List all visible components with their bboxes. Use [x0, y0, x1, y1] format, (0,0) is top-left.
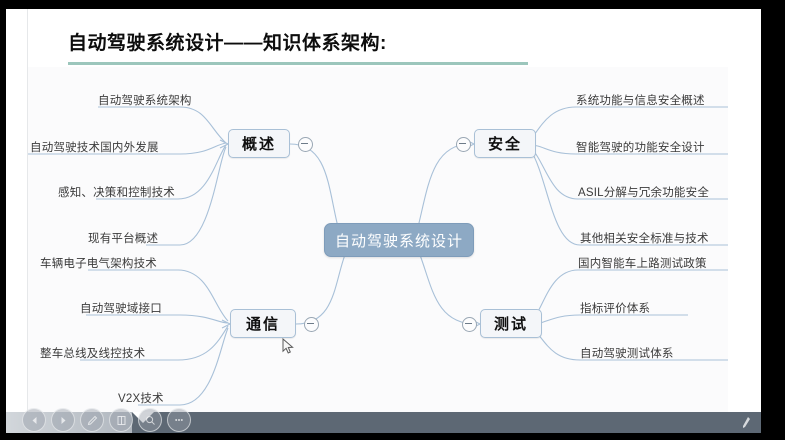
pen-icon[interactable]: [80, 408, 104, 432]
mouse-cursor: [282, 338, 294, 354]
play-icon[interactable]: [51, 408, 75, 432]
branch-node-safety-label: 安全: [487, 136, 522, 153]
branch-node-overview[interactable]: 概述: [228, 129, 290, 158]
center-node-label: 自动驾驶系统设计: [334, 232, 463, 250]
zoom-icon[interactable]: [138, 408, 162, 432]
leaf-overview-4[interactable]: 现有平台概述: [88, 233, 159, 245]
branch-node-testing-label: 测试: [493, 316, 528, 333]
leaf-overview-2[interactable]: 自动驾驶技术国内外发展: [30, 142, 159, 154]
page-title: 自动驾驶系统设计——知识体系架构:: [68, 33, 387, 54]
collapse-toggle-safety-icon[interactable]: [456, 137, 471, 152]
title-underline-rule: [68, 62, 528, 65]
bottom-bar-right-icon: [743, 417, 750, 428]
leaf-communication-3[interactable]: 整车总线及线控技术: [40, 348, 146, 360]
leaf-communication-4[interactable]: V2X技术: [118, 393, 164, 405]
leaf-safety-4[interactable]: 其他相关安全标准与技术: [580, 233, 709, 245]
more-icon[interactable]: [167, 408, 191, 432]
branch-node-communication-label: 通信: [245, 316, 280, 333]
leaf-testing-3[interactable]: 自动驾驶测试体系: [580, 348, 674, 360]
branch-node-testing[interactable]: 测试: [480, 309, 542, 338]
branch-node-overview-label: 概述: [241, 136, 276, 153]
collapse-toggle-communication-icon[interactable]: [304, 317, 319, 332]
page-gutter-rule: [27, 9, 28, 426]
leaf-communication-2[interactable]: 自动驾驶域接口: [80, 303, 162, 315]
leaf-safety-3[interactable]: ASIL分解与冗余功能安全: [578, 187, 710, 199]
letterbox-top: [0, 0, 785, 9]
slides-icon[interactable]: [109, 408, 133, 432]
player-toolbar[interactable]: [22, 407, 191, 433]
mindmap-canvas[interactable]: 自动驾驶系统设计 概述 自动驾驶系统架构 自动驾驶技术国内外发展 感知、决策和控…: [28, 67, 728, 415]
branch-node-safety[interactable]: 安全: [474, 129, 536, 158]
letterbox-right: [761, 0, 785, 440]
leaf-overview-3[interactable]: 感知、决策和控制技术: [58, 187, 175, 199]
collapse-toggle-overview-icon[interactable]: [298, 137, 313, 152]
leaf-communication-1[interactable]: 车辆电子电气架构技术: [40, 258, 157, 270]
leaf-testing-2[interactable]: 指标评价体系: [580, 303, 651, 315]
leaf-safety-2[interactable]: 智能驾驶的功能安全设计: [576, 142, 705, 154]
leaf-safety-1[interactable]: 系统功能与信息安全概述: [576, 95, 705, 107]
letterbox-bottom: [0, 433, 785, 440]
branch-node-communication[interactable]: 通信: [230, 309, 296, 338]
collapse-toggle-testing-icon[interactable]: [462, 317, 477, 332]
leaf-testing-1[interactable]: 国内智能车上路测试政策: [578, 258, 707, 270]
leaf-overview-1[interactable]: 自动驾驶系统架构: [98, 95, 192, 107]
mindmap-center-node[interactable]: 自动驾驶系统设计: [324, 223, 474, 257]
letterbox-left: [0, 0, 6, 440]
previous-icon[interactable]: [22, 408, 46, 432]
slide-page: 自动驾驶系统设计——知识体系架构:: [6, 9, 761, 426]
